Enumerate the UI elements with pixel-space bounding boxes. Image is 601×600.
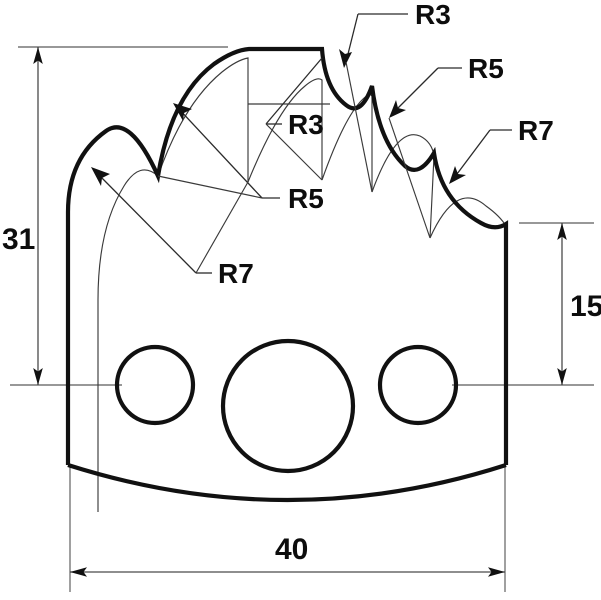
radius-label-r5-inner: R5 <box>288 183 324 214</box>
ray-third-scallop <box>265 123 323 181</box>
inner-scallop-4 <box>371 134 435 239</box>
inner-scallop-3 <box>321 94 373 192</box>
ray-left-scallop <box>157 175 263 199</box>
arrowhead-r5-outer <box>389 100 406 118</box>
ray-second-scallop <box>195 181 249 274</box>
leader-r7-inner <box>95 171 197 274</box>
radius-callout-r5-inner: R5 <box>173 103 324 214</box>
inner-left-edge <box>97 169 159 512</box>
arrowhead-15-bottom <box>557 368 567 385</box>
arrowhead-31-top <box>33 47 43 64</box>
leader-r7-outer <box>453 129 491 179</box>
radius-callout-r3-inner: R3 <box>265 57 324 140</box>
arrowhead-r7-inner <box>91 167 110 186</box>
hole-center <box>220 338 356 474</box>
arrowhead-r3-outer <box>339 49 352 68</box>
radius-callout-r3-outer: R3 <box>339 0 451 68</box>
part-outline <box>65 46 509 503</box>
arrowhead-40-left <box>70 567 87 577</box>
radius-center-rays <box>157 61 431 274</box>
dim-label-40: 40 <box>275 533 308 566</box>
arrowhead-40-right <box>488 567 505 577</box>
inner-scallop-5 <box>429 197 507 239</box>
holes-group <box>114 338 459 474</box>
radius-label-r5-outer: R5 <box>468 53 504 84</box>
leader-r3-inner <box>265 57 323 125</box>
radius-label-r7-inner: R7 <box>218 258 254 289</box>
arrowhead-31-bottom <box>33 368 43 385</box>
radius-callout-r7-inner: R7 <box>91 167 254 289</box>
dim-label-15: 15 <box>570 290 601 323</box>
inner-scallop-1 <box>157 57 249 182</box>
arrowhead-r5-inner <box>173 103 192 121</box>
ray-fifth-scallop <box>388 117 431 239</box>
radius-callout-r7-outer: R7 <box>449 115 554 184</box>
dimension-step-15: 15 <box>557 223 601 385</box>
dimension-width-40: 40 <box>70 533 505 577</box>
extension-lines <box>10 46 594 592</box>
leader-r5-inner <box>177 107 263 199</box>
construction-geometry <box>97 57 507 512</box>
arrowhead-r7-outer <box>449 166 466 184</box>
hole-right <box>377 344 459 426</box>
leader-r5-outer <box>393 67 439 113</box>
dimension-height-31: 31 <box>2 47 43 385</box>
dim-label-31: 31 <box>2 223 35 256</box>
radius-label-r7-outer: R7 <box>518 115 554 146</box>
profile-top-and-sides <box>65 46 509 465</box>
hole-left <box>114 344 196 426</box>
profile-bottom-arc <box>67 462 507 503</box>
radius-label-r3-inner: R3 <box>288 109 324 140</box>
radius-callout-r5-outer: R5 <box>389 53 504 118</box>
radius-label-r3-outer: R3 <box>415 0 451 30</box>
inner-scallop-2 <box>247 78 323 183</box>
arrowhead-15-top <box>557 223 567 240</box>
ray-fourth-scallop <box>345 61 373 193</box>
